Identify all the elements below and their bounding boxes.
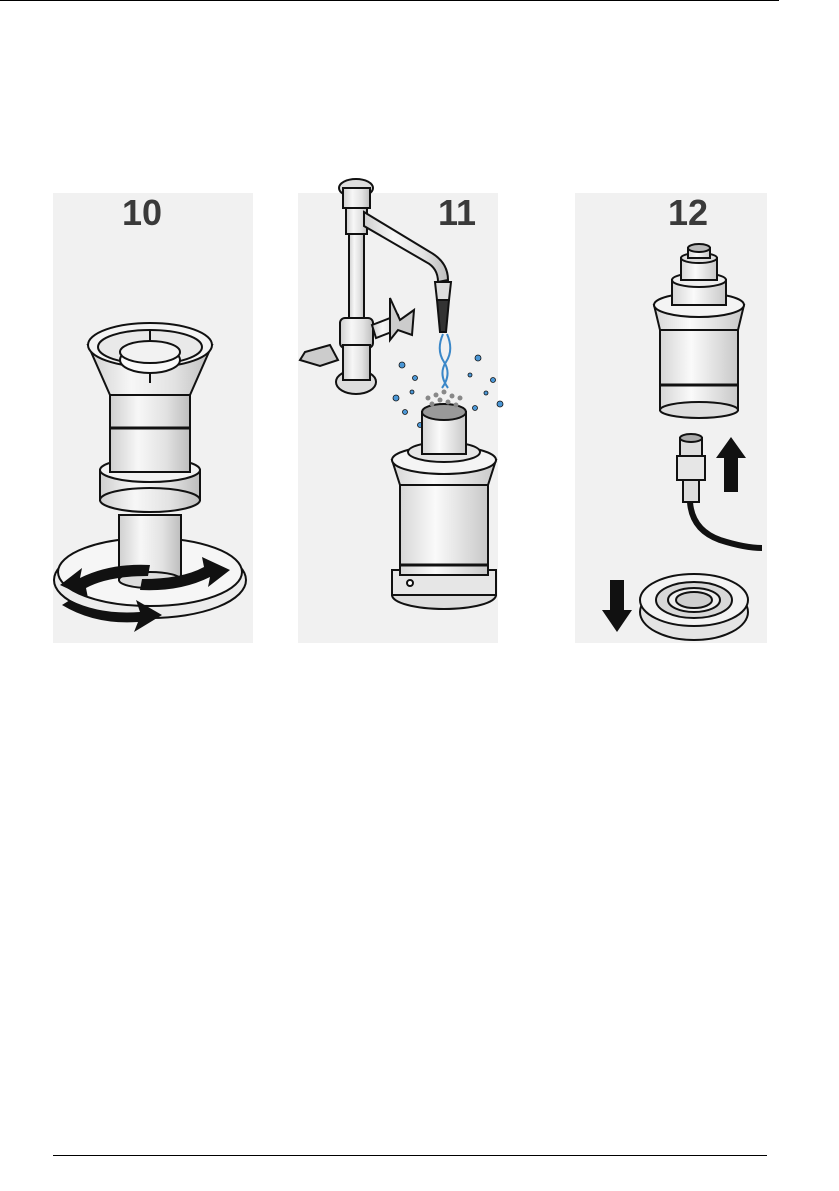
- step-11-sensor: [392, 390, 496, 610]
- water-stream: [440, 334, 451, 388]
- arrow-down-icon: [602, 580, 632, 632]
- cable-connector-icon: [677, 434, 762, 548]
- bottom-rule: [53, 1155, 767, 1156]
- step-12-cap: [640, 574, 748, 640]
- water-faucet-icon: [300, 179, 451, 394]
- step-12-sensor: [654, 244, 744, 418]
- arrow-up-icon: [716, 437, 746, 492]
